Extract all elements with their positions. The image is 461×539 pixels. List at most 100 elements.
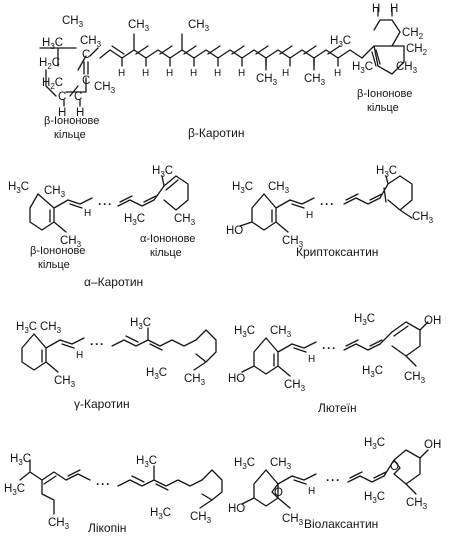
bc-h-left1: H [58, 107, 66, 119]
gc-h: H [76, 350, 83, 361]
lu-h3c: H3C [234, 325, 255, 339]
cx-ch3-a: CH3 [268, 181, 290, 195]
vx-left-epoxide [271, 483, 279, 499]
name-lycopene: Лікопін [88, 521, 126, 535]
ly-right-chain [117, 465, 203, 491]
lycopene-structure [19, 459, 223, 515]
bc-h-chain8: H [334, 68, 341, 79]
bc-h-chain5: H [214, 68, 221, 79]
lutein-structure [241, 321, 429, 377]
ly-ch3-tail: CH3 [190, 511, 212, 525]
beta-carotene-structure [39, 7, 405, 107]
ac-ch3-right: CH3 [174, 213, 196, 227]
vx-h: H [308, 486, 315, 497]
bc-c-ring1: C [82, 49, 90, 61]
bc-h3c-left: H3C [42, 37, 63, 51]
bc-ch2-right2: CH2 [406, 43, 428, 57]
name-lutein: Лютеїн [318, 401, 357, 415]
vx-left-chain [291, 473, 317, 485]
vx-ho: HO [228, 503, 245, 515]
bc-polyene-chain [99, 49, 363, 59]
lu-right-ring [379, 321, 429, 367]
violaxanthin-structure [241, 449, 429, 509]
bc-right-ring-double [371, 49, 381, 67]
gc-h3c-tail: H3C [146, 367, 167, 381]
ly-h3c: H3C [10, 453, 31, 467]
label-beta-ring-right-2: кільце [367, 102, 399, 114]
vx-ch3-a: CH3 [270, 457, 292, 471]
ac-ch3-a: CH3 [44, 185, 66, 199]
bc-left-ring-double [83, 61, 89, 75]
ac-h: H [84, 208, 91, 219]
ly-right-tail [199, 469, 223, 509]
gc-h3c: H3C [16, 321, 37, 335]
bc-right-ring-bonds [361, 19, 405, 75]
ly-h3c-tail: H3C [150, 507, 171, 521]
cx-h3c-right: H3C [376, 165, 397, 179]
bc-h-chain6: H [238, 68, 245, 79]
lu-dots: ··· [322, 341, 337, 355]
label-beta-ring-left-2: кільце [54, 129, 86, 141]
bc-chain-double [111, 45, 341, 55]
bc-h3c-right2: H3C [352, 61, 373, 75]
vx-o-right: O [390, 461, 399, 473]
label-alpha-alpha-ring-2: кільце [150, 247, 182, 259]
cx-dots: ··· [320, 197, 335, 211]
ly-h3c-2: H3C [4, 483, 25, 497]
bc-h-chain3: H [166, 68, 173, 79]
vx-o-left: O [274, 487, 283, 499]
gc-left-chain [59, 337, 85, 349]
name-beta-carotene: β-Каротин [188, 126, 244, 140]
vx-h3c: H3C [234, 457, 255, 471]
ac-h3c-right: H3C [152, 165, 173, 179]
lu-left-ring [241, 337, 293, 377]
lu-h3c-right2: H3C [362, 365, 383, 379]
cx-ch3-b: CH3 [282, 235, 304, 249]
lu-ch3-b: CH3 [284, 379, 306, 393]
lu-ch3-a: CH3 [270, 325, 292, 339]
cx-h: H [306, 210, 313, 221]
gamma-carotene-structure [21, 327, 217, 373]
cx-left-chain [289, 197, 315, 209]
vx-left-ring [241, 469, 293, 509]
ac-right-ring [153, 175, 189, 211]
bc-ch3-right: CH3 [396, 61, 418, 75]
bc-ch3-chain4: CH3 [304, 73, 326, 87]
vx-right-ring [383, 449, 429, 495]
bc-chain-methyl-bonds [133, 33, 315, 71]
gc-ch3-b: CH3 [54, 375, 76, 389]
ac-left-chain [67, 197, 93, 209]
vx-oh: OH [424, 439, 441, 451]
bc-ch3-chain2: CH3 [188, 19, 210, 33]
bc-left-ring-bonds [45, 47, 99, 97]
bc-chain-h-bonds [121, 57, 339, 67]
bc-ch3-top: CH3 [62, 15, 84, 29]
vx-h3c-right2: H3C [364, 491, 385, 505]
lu-oh: OH [424, 315, 441, 327]
ly-left-tail [19, 459, 67, 515]
bc-c-ring4: C [74, 91, 82, 103]
cx-ch3-right: CH3 [412, 211, 434, 225]
cryptoxanthin-structure [239, 175, 413, 233]
label-alpha-alpha-ring-1: α-Iононове [140, 233, 195, 245]
vx-ch3-b: CH3 [282, 513, 304, 527]
bc-h2c-mid: H2C [42, 77, 63, 91]
bc-left-h-bonds [63, 99, 81, 107]
label-alpha-beta-ring-2: кільце [38, 259, 70, 271]
bc-h-right1: H [372, 3, 380, 15]
bc-ch3-chain1: CH3 [128, 19, 150, 33]
lu-ch3-right: CH3 [404, 371, 426, 385]
lu-right-chain [343, 339, 383, 351]
ac-left-ring [29, 193, 69, 233]
cx-right-chain [343, 193, 383, 205]
ly-ch3: CH3 [48, 517, 70, 531]
label-alpha-beta-ring-1: β-Iононове [30, 245, 85, 257]
ac-h3c-right2: H3C [124, 213, 145, 227]
name-alpha-carotene: α–Каротин [84, 275, 143, 289]
lu-h: H [308, 354, 315, 365]
cx-left-ring [239, 193, 291, 233]
lu-h3c-right: H3C [354, 313, 375, 327]
gc-ring [21, 333, 61, 373]
gc-ch3-a: CH3 [40, 321, 62, 335]
ly-left-chain [65, 469, 91, 481]
